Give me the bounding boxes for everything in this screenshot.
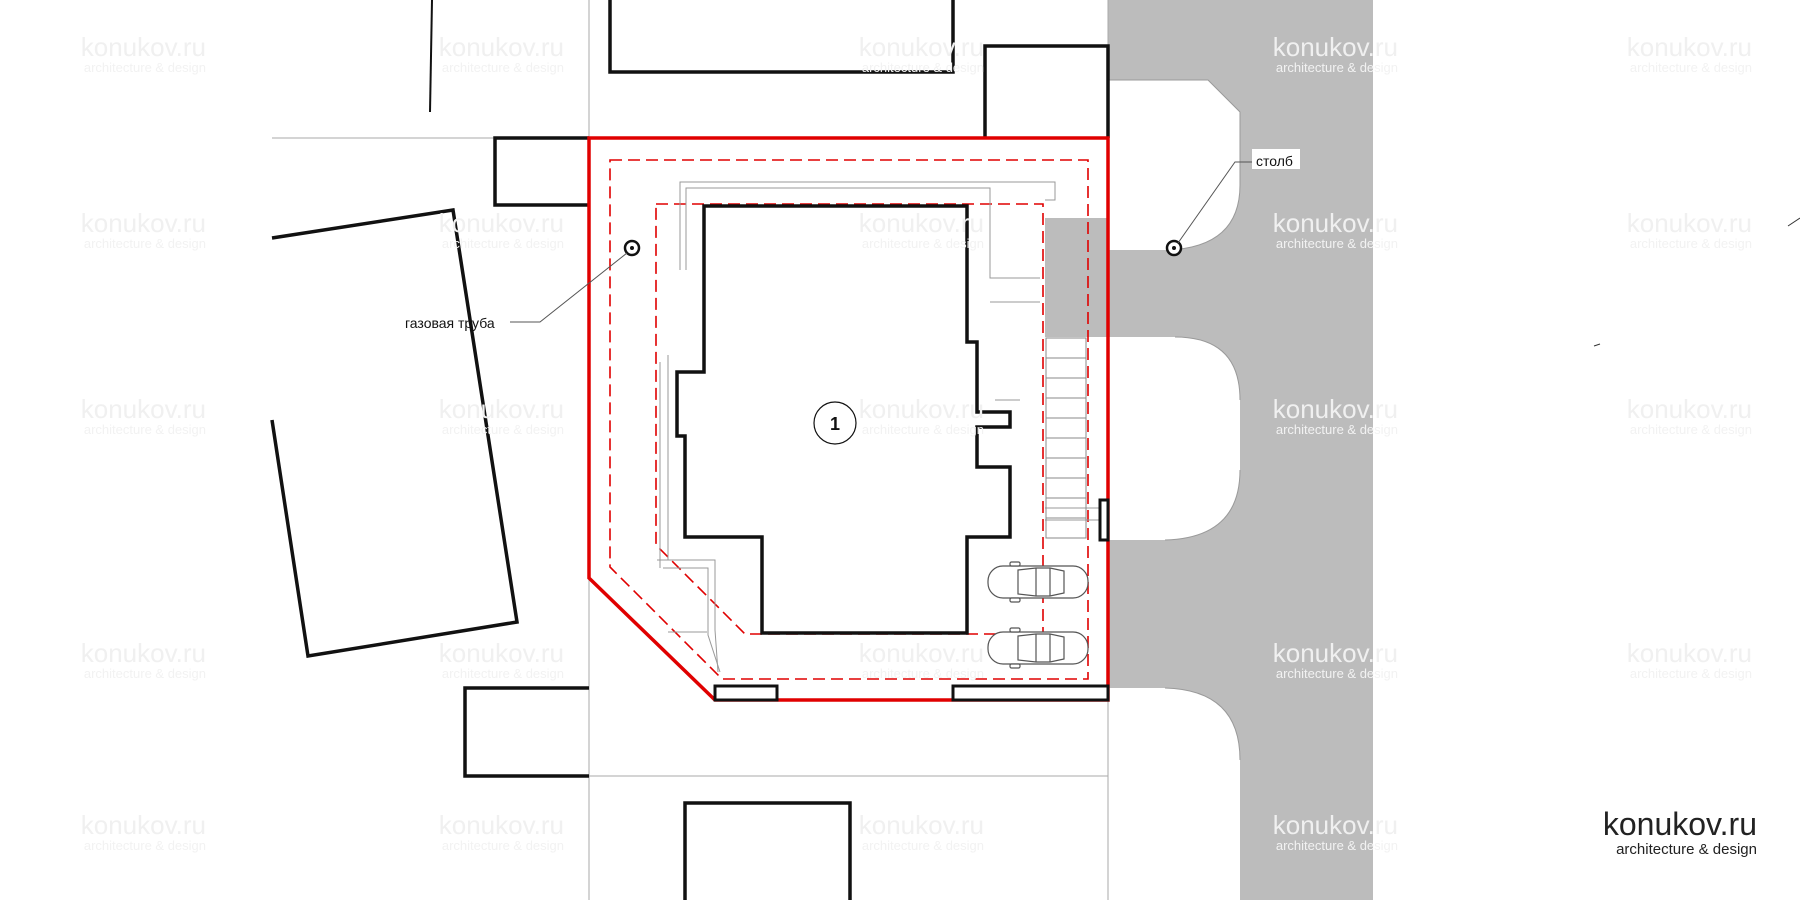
fence-segment-left	[713, 684, 779, 702]
company-logo: konukov.ru architecture & design	[1603, 807, 1757, 859]
road-edge	[1108, 79, 1241, 761]
setback-line-outer	[609, 159, 1089, 680]
pole-leader	[1177, 161, 1255, 244]
gas-pipe-label: газовая труба	[405, 315, 495, 331]
pole-marker-icon	[1165, 239, 1183, 257]
house-outline	[675, 204, 1012, 635]
edge-tick	[1787, 217, 1800, 227]
gate	[1098, 498, 1110, 542]
car-icon	[987, 561, 1089, 603]
logo-site: konukov.ru	[1602, 806, 1757, 842]
driveway-connector	[1045, 218, 1108, 250]
road	[1108, 0, 1373, 900]
building-number: 1	[830, 414, 840, 434]
fence-segment-right	[951, 684, 1110, 702]
pole-label: столб	[1256, 153, 1293, 169]
logo-tagline: architecture & design	[1616, 841, 1757, 858]
neighbour-buildings	[270, 0, 1110, 900]
steps	[1045, 337, 1087, 539]
site-lines	[272, 0, 1109, 900]
plot-boundary	[587, 136, 1110, 702]
pole-label-bg	[1252, 149, 1300, 169]
driveway	[1045, 218, 1108, 337]
building-number-marker	[813, 401, 857, 445]
car-icon	[987, 627, 1089, 669]
blind-area-outline	[657, 181, 1102, 673]
gas-pipe-leader	[510, 252, 628, 323]
edge-tick	[1593, 343, 1601, 347]
pipe-marker-icon	[623, 239, 641, 257]
